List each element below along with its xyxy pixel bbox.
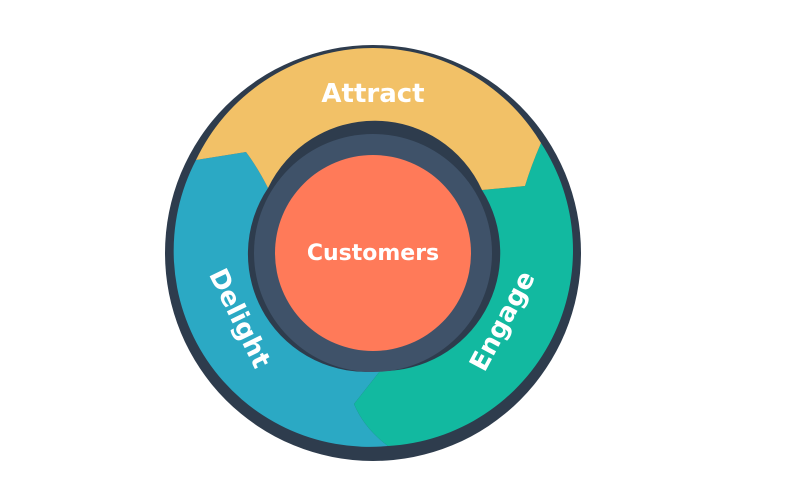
customers-hub <box>275 155 471 351</box>
attract-segment <box>196 48 541 191</box>
attract-label: Attract <box>321 79 424 109</box>
delight-segment <box>173 152 388 447</box>
engage-segment <box>354 143 573 446</box>
center-label: Customers <box>307 241 439 266</box>
